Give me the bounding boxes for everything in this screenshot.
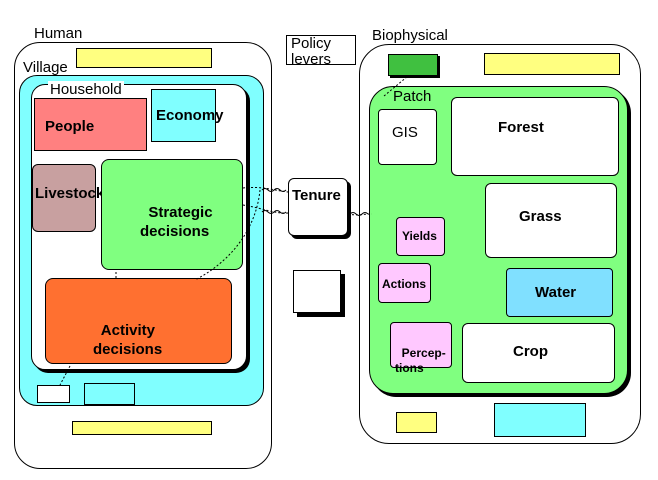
biophysical-top-yellow-bar	[484, 53, 620, 75]
strategic-decisions-box: Strategic decisions	[101, 159, 243, 270]
forest-label: Forest	[498, 119, 544, 136]
perceptions-box: Percep- tions	[390, 322, 452, 375]
village-small-cyan-box	[84, 383, 135, 405]
people-label: People	[45, 118, 95, 135]
human-bottom-yellow-bar	[72, 421, 212, 435]
crop-box: Crop	[462, 323, 615, 383]
actions-label: Actions	[382, 277, 427, 291]
biophysical-heading: Biophysical	[372, 27, 448, 44]
patch-to-green-tab-connector	[383, 75, 409, 97]
village-label: Village	[21, 59, 70, 76]
policy-levers-heading: Policy levers	[286, 35, 356, 68]
water-box: Water	[506, 268, 613, 317]
biophysical-bottom-cyan-box	[494, 403, 586, 437]
human-top-yellow-bar	[76, 48, 212, 68]
tenure-label: Tenure	[292, 187, 341, 204]
activity-decisions-box: Activity decisions	[45, 278, 232, 364]
people-box: People	[34, 98, 147, 151]
activity-to-village-box-connector	[59, 365, 71, 386]
household-label: Household	[48, 81, 124, 98]
gis-label: GIS	[392, 124, 418, 141]
perceptions-label: Percep- tions	[395, 346, 446, 375]
tenure-box: Tenure	[288, 178, 348, 236]
tenure-wave-connector-1	[261, 188, 287, 192]
policy-empty-box	[293, 270, 341, 313]
tenure-wave-connector-2	[261, 210, 287, 214]
grass-label: Grass	[519, 208, 562, 225]
water-label: Water	[535, 284, 577, 301]
livestock-label: Livestock	[35, 185, 105, 202]
strategic-decisions-label: Strategic decisions	[140, 204, 213, 240]
crop-label: Crop	[513, 343, 548, 360]
yields-label: Yields	[402, 229, 437, 243]
economy-label: Economy	[156, 107, 224, 124]
forest-box: Forest	[451, 97, 619, 176]
human-heading: Human	[34, 25, 83, 42]
strategic-to-activity-connector	[194, 189, 261, 281]
yields-box: Yields	[396, 217, 445, 256]
strategic-to-tenure-connector-2	[242, 204, 289, 214]
actions-box: Actions	[378, 263, 431, 303]
village-small-white-box	[37, 385, 70, 403]
patch-wave-connector	[349, 212, 369, 216]
livestock-box: Livestock	[32, 164, 104, 232]
activity-decisions-label: Activity decisions	[93, 322, 163, 358]
biophysical-bottom-yellow-box	[396, 412, 437, 433]
tenure-to-patch-connector	[347, 213, 373, 216]
grass-box: Grass	[485, 183, 617, 258]
economy-box: Economy	[151, 89, 224, 142]
patch-label: Patch	[393, 88, 432, 105]
gis-box: GIS	[378, 109, 437, 165]
biophysical-green-tab	[388, 54, 438, 76]
